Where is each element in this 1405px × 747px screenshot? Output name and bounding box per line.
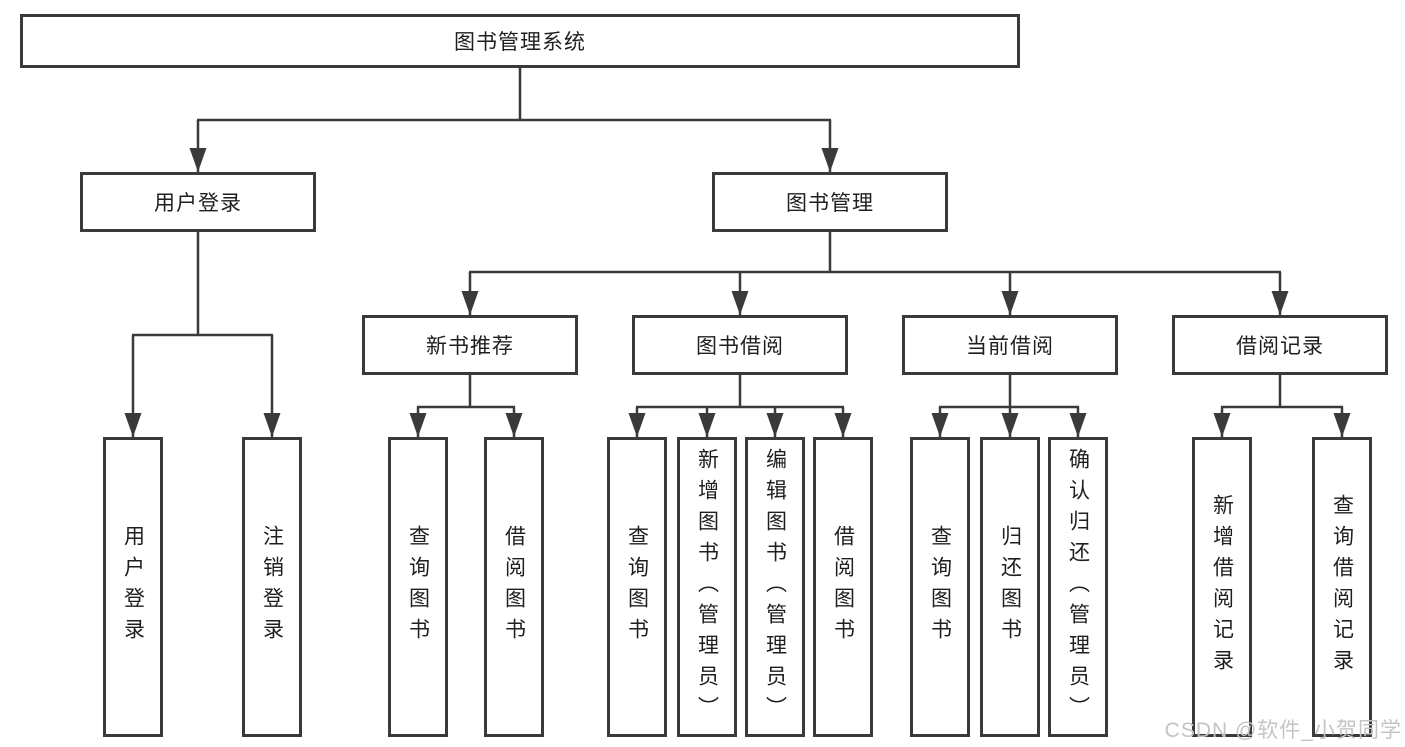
leaf-confirm-return-admin: 确认归还（管理员） [1048, 437, 1108, 737]
leaf-borrow-books: 借阅图书 [813, 437, 873, 737]
node-new-book-recommend: 新书推荐 [362, 315, 578, 375]
leaf-return-books: 归还图书 [980, 437, 1040, 737]
node-current-borrow: 当前借阅 [902, 315, 1118, 375]
leaf-query-books-recommend: 查询图书 [388, 437, 448, 737]
leaf-query-books-borrow: 查询图书 [607, 437, 667, 737]
leaf-query-borrow-record: 查询借阅记录 [1312, 437, 1372, 737]
node-user-login: 用户登录 [80, 172, 316, 232]
leaf-borrow-books-recommend: 借阅图书 [484, 437, 544, 737]
node-borrow-records: 借阅记录 [1172, 315, 1388, 375]
node-book-management: 图书管理 [712, 172, 948, 232]
csdn-watermark: CSDN @软件_小贺同学 [1164, 719, 1402, 742]
node-book-borrow: 图书借阅 [632, 315, 848, 375]
leaf-logout: 注销登录 [242, 437, 302, 737]
leaf-add-borrow-record: 新增借阅记录 [1192, 437, 1252, 737]
leaf-user-login: 用户登录 [103, 437, 163, 737]
leaf-edit-books-admin: 编辑图书（管理员） [745, 437, 805, 737]
leaf-query-books-current: 查询图书 [910, 437, 970, 737]
node-root-system: 图书管理系统 [20, 14, 1020, 68]
leaf-add-books-admin: 新增图书（管理员） [677, 437, 737, 737]
